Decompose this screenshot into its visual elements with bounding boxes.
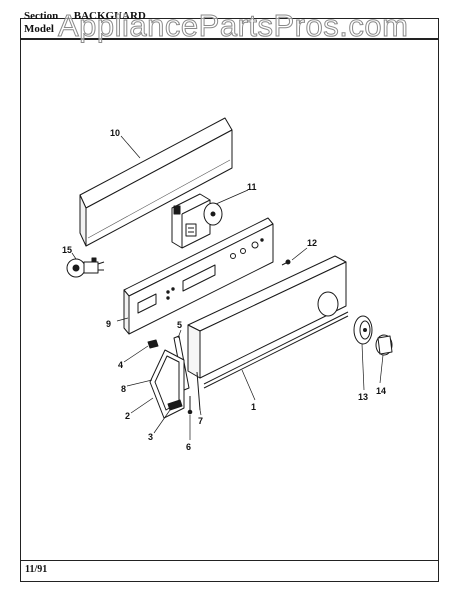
- section-title: Section BACKGUARD: [24, 10, 146, 22]
- callout-4: 4: [118, 360, 123, 370]
- part-7-rod: [196, 371, 201, 411]
- part-13-knob-skirt: [353, 315, 373, 345]
- callout-15: 15: [62, 245, 72, 255]
- part-9-control-panel: [123, 217, 274, 335]
- part-2-end-bracket: [149, 349, 185, 419]
- part-4-clip: [147, 339, 159, 349]
- callout-3: 3: [148, 432, 153, 442]
- callout-7: 7: [198, 416, 203, 426]
- part-3-clip: [167, 399, 183, 411]
- callout-1: 1: [251, 402, 256, 412]
- footer-rule: [20, 560, 439, 562]
- callout-13: 13: [358, 392, 368, 402]
- callout-labels: 10 11 15 12 9 5 4 8 2 3 6 7 1 13 14: [62, 128, 386, 452]
- callout-6: 6: [186, 442, 191, 452]
- callout-11: 11: [247, 182, 257, 192]
- part-15-switch: [66, 257, 105, 278]
- leader-lines: [71, 135, 384, 440]
- section-name: BACKGUARD: [73, 10, 146, 22]
- callout-12: 12: [307, 238, 317, 248]
- callout-2: 2: [125, 411, 130, 421]
- callout-8: 8: [121, 384, 126, 394]
- callout-14: 14: [376, 386, 386, 396]
- part-11-timer: [171, 193, 223, 249]
- watermark: AppliancePartsPros.com: [57, 8, 409, 44]
- callout-10: 10: [110, 128, 120, 138]
- model-prefix: Model: [24, 23, 54, 35]
- header-rule: [20, 38, 439, 40]
- callout-5: 5: [177, 320, 182, 330]
- part-14-knob: [375, 334, 393, 356]
- page-border: [20, 18, 439, 582]
- callout-9: 9: [106, 319, 111, 329]
- date-code: 11/91: [25, 564, 48, 575]
- part-6-pin: [187, 396, 193, 415]
- section-prefix: Section: [24, 10, 59, 22]
- model-line: Model: [24, 23, 54, 35]
- part-12-screw: [281, 259, 291, 266]
- part-1-backguard-housing: [187, 255, 349, 389]
- part-10-top-trim: [79, 117, 233, 247]
